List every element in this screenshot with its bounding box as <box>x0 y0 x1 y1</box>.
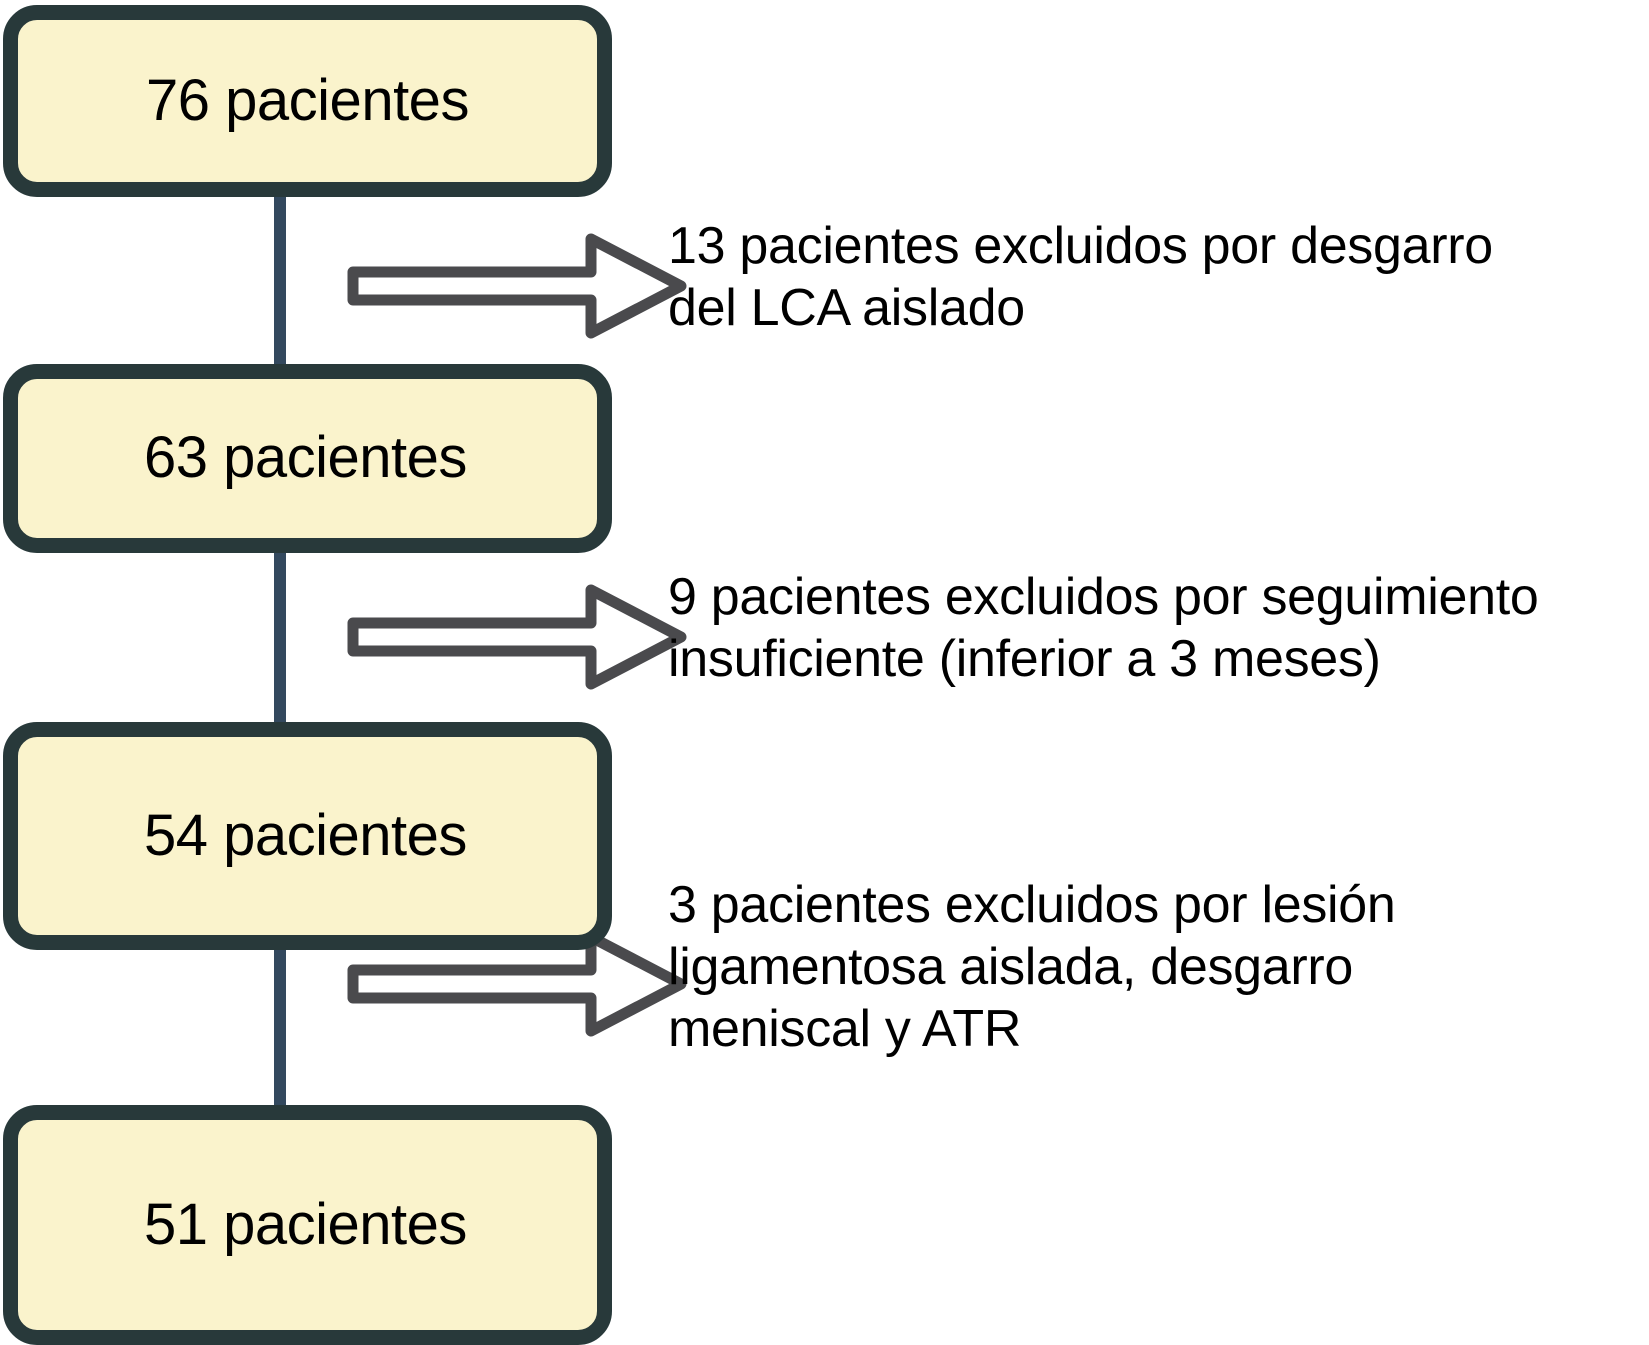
exclusion-arrow-icon-2 <box>343 583 688 691</box>
exclusion-text-1: 13 pacientes excluidos por desgarro del … <box>668 217 1493 337</box>
flow-node-box-3: 54 pacientes <box>3 722 612 950</box>
exclusion-arrow-icon-1 <box>343 232 688 340</box>
connector-line-1 <box>274 195 286 367</box>
connector-line-3 <box>274 948 286 1108</box>
exclusion-text-2: 9 pacientes excluidos por seguimiento in… <box>668 568 1539 688</box>
flow-node-label-4: 51 pacientes <box>144 1191 467 1257</box>
exclusion-text-3: 3 pacientes excluidos por lesión ligamen… <box>668 876 1396 1058</box>
connector-line-2 <box>274 551 286 725</box>
exclusion-arrow-icon-3 <box>343 930 688 1038</box>
flow-node-box-1: 76 pacientes <box>3 5 612 197</box>
flowchart-canvas: 76 pacientes 63 pacientes 54 pacientes 5… <box>3 5 1539 1345</box>
flow-node-label-3: 54 pacientes <box>144 802 467 868</box>
flow-node-label-2: 63 pacientes <box>144 425 467 491</box>
flow-node-box-4: 51 pacientes <box>3 1105 612 1345</box>
flow-node-box-2: 63 pacientes <box>3 364 612 553</box>
flow-node-label-1: 76 pacientes <box>146 67 469 133</box>
